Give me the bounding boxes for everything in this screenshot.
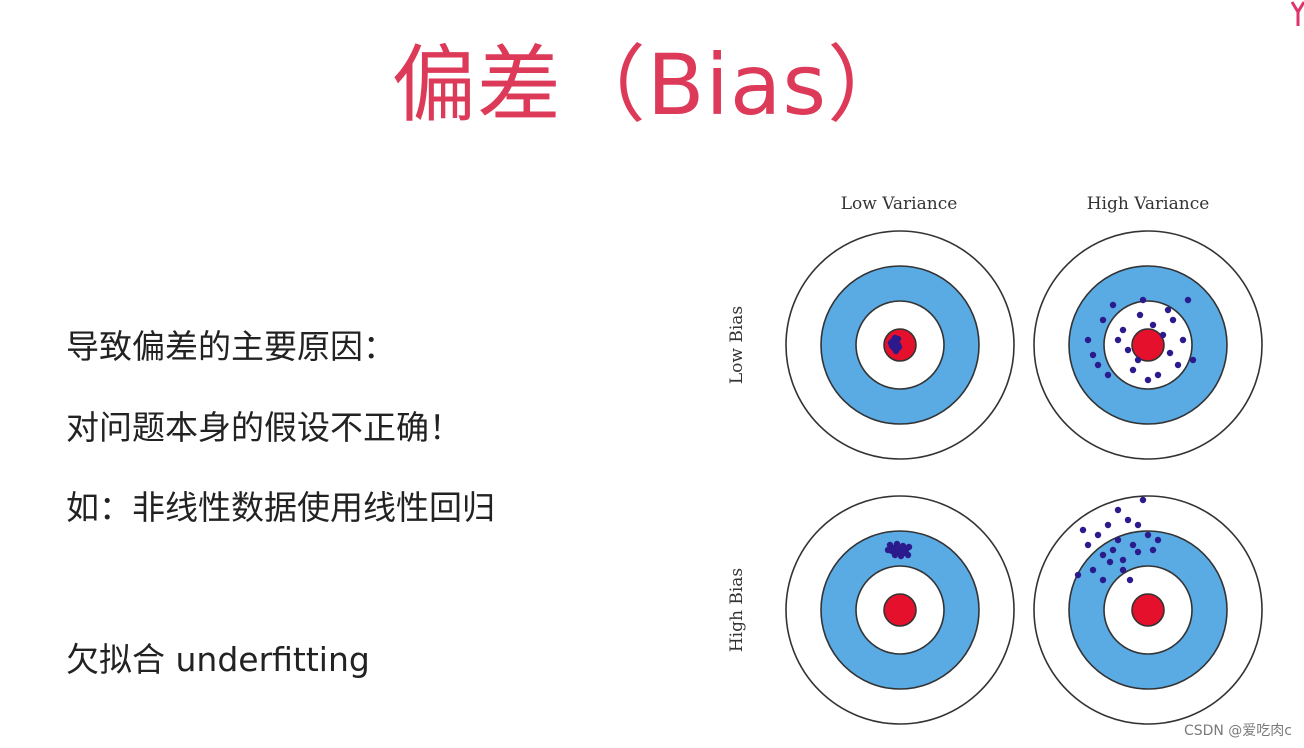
sample-point (1104, 521, 1112, 529)
sample-point (1129, 541, 1137, 549)
cause-statement: 对问题本身的假设不正确！ (66, 408, 462, 447)
target-low-bias-high-variance (1033, 230, 1263, 460)
sample-point (1144, 531, 1152, 539)
bullseye (1131, 593, 1165, 627)
row-label-low-bias: Low Bias (727, 306, 747, 384)
sample-point (1074, 571, 1082, 579)
sample-point (1099, 551, 1107, 559)
sample-point (1124, 346, 1132, 354)
sample-point (1164, 306, 1172, 314)
sample-point (891, 334, 899, 342)
sample-point (1094, 531, 1102, 539)
sample-point (1149, 546, 1157, 554)
sample-point (1119, 556, 1127, 564)
sample-point (1154, 536, 1162, 544)
sample-point (1149, 321, 1157, 329)
target-panels (785, 230, 1263, 725)
sample-point (1134, 356, 1142, 364)
cause-heading: 导致偏差的主要原因： (66, 327, 396, 366)
watermark: CSDN @爱吃肉c (1183, 723, 1292, 739)
sample-point (893, 540, 901, 548)
underfitting-note: 欠拟合 underfitting (66, 640, 370, 679)
sample-point (1114, 506, 1122, 514)
sample-point (1124, 516, 1132, 524)
sample-point (894, 341, 902, 349)
sample-point (904, 551, 912, 559)
sample-point (1094, 361, 1102, 369)
sample-point (1119, 326, 1127, 334)
sample-point (1139, 296, 1147, 304)
sample-point (891, 551, 899, 559)
sample-point (905, 543, 913, 551)
sample-point (1174, 361, 1182, 369)
sample-point (1114, 536, 1122, 544)
sample-point (1134, 521, 1142, 529)
sample-point (1184, 296, 1192, 304)
sample-point (1099, 576, 1107, 584)
sample-point (1089, 566, 1097, 574)
bullseye (1131, 328, 1165, 362)
sample-point (1084, 541, 1092, 549)
sample-point (1189, 356, 1197, 364)
cause-example: 如：非线性数据使用线性回归 (66, 488, 495, 527)
sample-point (892, 347, 900, 355)
sample-point (1079, 526, 1087, 534)
sample-point (1134, 548, 1142, 556)
sample-point (1109, 301, 1117, 309)
sample-point (1144, 376, 1152, 384)
bullseye (883, 593, 917, 627)
sample-point (1169, 316, 1177, 324)
sample-point (1084, 336, 1092, 344)
target-high-bias-high-variance (1033, 495, 1263, 725)
sample-point (1126, 576, 1134, 584)
bias-variance-bullseye-diagram: Low Variance High Variance Low Bias High… (727, 194, 1263, 725)
sample-point (1109, 546, 1117, 554)
sample-point (1139, 496, 1147, 504)
slide-title: 偏差（Bias） (391, 36, 913, 134)
sample-point (1119, 566, 1127, 574)
target-high-bias-low-variance (785, 495, 1015, 725)
sample-point (1179, 336, 1187, 344)
column-label-high-variance: High Variance (1087, 194, 1210, 214)
sample-point (1106, 558, 1114, 566)
row-label-high-bias: High Bias (727, 568, 747, 652)
sample-point (1104, 371, 1112, 379)
sample-point (1129, 366, 1137, 374)
sample-point (1154, 371, 1162, 379)
corner-decoration (1290, 1, 1304, 26)
sample-point (884, 546, 892, 554)
column-label-low-variance: Low Variance (841, 194, 958, 214)
sample-point (1114, 336, 1122, 344)
sample-point (1136, 311, 1144, 319)
sample-point (897, 552, 905, 560)
sample-point (1159, 331, 1167, 339)
sample-point (1099, 316, 1107, 324)
target-low-bias-low-variance (785, 230, 1015, 460)
sample-point (1089, 351, 1097, 359)
sample-point (1166, 349, 1174, 357)
